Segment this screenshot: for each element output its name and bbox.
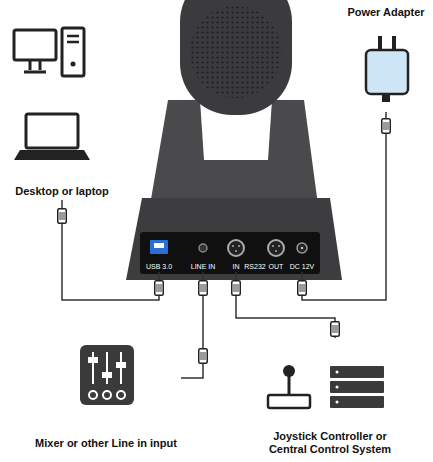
usb-port-tongue bbox=[154, 243, 164, 248]
cable-plug bbox=[382, 119, 391, 134]
device-label: Mixer or other Line in input bbox=[31, 340, 181, 452]
cable-plug bbox=[232, 281, 241, 296]
adapter-cable-stub bbox=[382, 94, 390, 102]
camera-base bbox=[126, 198, 342, 280]
port-name: RS232 bbox=[244, 263, 265, 270]
device-name: Power Adapter bbox=[347, 6, 424, 19]
device-label: Power Adapter bbox=[343, 4, 429, 112]
line-in-jack bbox=[199, 244, 207, 252]
port-name: LINE IN bbox=[191, 263, 216, 270]
cable-line bbox=[302, 112, 386, 300]
cable-plug bbox=[155, 281, 164, 296]
server-unit bbox=[330, 366, 384, 378]
joystick-knob bbox=[283, 365, 295, 377]
port-label: IN bbox=[229, 238, 244, 272]
pin bbox=[235, 250, 237, 252]
pin bbox=[278, 245, 280, 247]
server-led bbox=[336, 401, 339, 404]
usb-port bbox=[150, 240, 168, 254]
monitor-stand bbox=[24, 61, 46, 72]
slider-knob bbox=[116, 362, 126, 368]
mixer-dial bbox=[103, 391, 111, 399]
device-name: Mixer or other Line in input bbox=[35, 437, 177, 450]
cable-line bbox=[62, 200, 159, 300]
power-adapter-icon bbox=[366, 50, 408, 94]
pin bbox=[232, 245, 234, 247]
port-label: USB 3.0 bbox=[142, 238, 177, 272]
cable-plug bbox=[199, 281, 208, 296]
port-name: OUT bbox=[269, 263, 284, 270]
mixer-dial bbox=[89, 391, 97, 399]
port-label: DC 12V bbox=[286, 238, 319, 272]
port-name: DC 12V bbox=[290, 263, 315, 270]
device-name: Joystick Controller or Central Control S… bbox=[255, 430, 405, 456]
laptop-screen bbox=[26, 114, 78, 148]
joystick-stick bbox=[288, 376, 291, 395]
tower-bays bbox=[67, 36, 79, 42]
server-led bbox=[336, 386, 339, 389]
adapter-prongs bbox=[380, 36, 394, 50]
server-unit bbox=[330, 381, 384, 393]
camera-yoke bbox=[150, 100, 318, 205]
pin bbox=[238, 245, 240, 247]
device-label: Desktop or laptop bbox=[11, 22, 113, 200]
cable-plug bbox=[58, 209, 67, 224]
mixer-icon bbox=[80, 345, 134, 405]
port-name: IN bbox=[233, 263, 240, 270]
dc-pin bbox=[301, 247, 304, 250]
slider-knob bbox=[88, 357, 98, 363]
tower-icon bbox=[62, 28, 84, 76]
server-led bbox=[336, 371, 339, 374]
pin bbox=[275, 250, 277, 252]
laptop-base bbox=[14, 150, 90, 160]
port-name: USB 3.0 bbox=[146, 263, 172, 270]
device-label: Joystick Controller or Central Control S… bbox=[251, 338, 409, 458]
cable-plug bbox=[298, 281, 307, 296]
rs232-in-port bbox=[228, 240, 244, 256]
pin bbox=[272, 245, 274, 247]
cable-plug bbox=[331, 322, 340, 337]
mixer-dial bbox=[117, 391, 125, 399]
server-unit bbox=[330, 396, 384, 408]
port-label: LINE IN bbox=[187, 238, 220, 272]
dc-jack bbox=[297, 243, 307, 253]
cable-plug bbox=[199, 349, 208, 364]
tower-button bbox=[71, 62, 76, 67]
joystick-base bbox=[268, 395, 310, 408]
cable-line bbox=[236, 272, 335, 338]
speaker-grille bbox=[190, 6, 282, 98]
camera-head bbox=[180, 0, 292, 115]
device-name: Desktop or laptop bbox=[15, 185, 109, 198]
slider-knob bbox=[102, 372, 112, 378]
rs232-out-port bbox=[268, 240, 284, 256]
monitor-icon bbox=[14, 30, 56, 60]
back-panel bbox=[140, 232, 320, 274]
